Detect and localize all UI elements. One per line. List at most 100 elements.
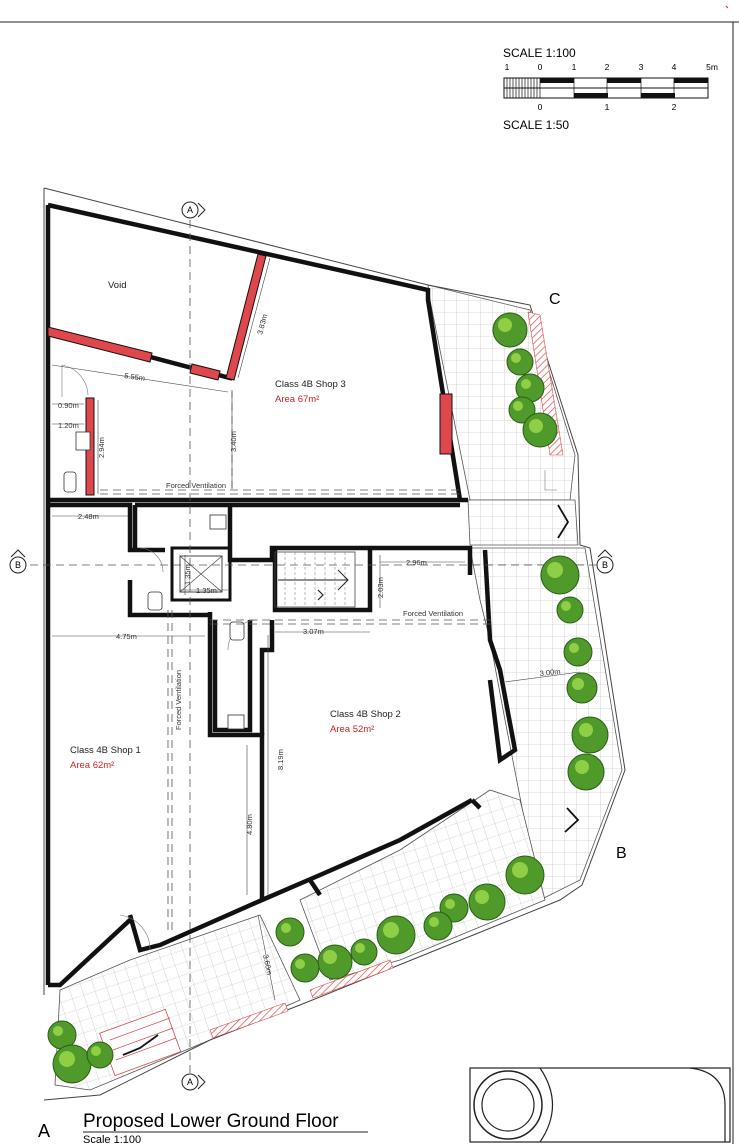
tree-icon [86, 1041, 114, 1069]
corner-label-c: C [549, 291, 561, 308]
room-labels: Void Class 4B Shop 3 Area 67m² Class 4B … [70, 280, 401, 771]
dim-label: 3.00m [539, 667, 561, 678]
shop1-area: Area 62m² [70, 760, 114, 771]
basin-icon [227, 714, 245, 730]
tree-icon [508, 396, 536, 424]
shop3-name: Class 4B Shop 3 [275, 379, 346, 390]
ventilation-notes: Forced Ventilation Forced Ventilation Fo… [166, 481, 463, 730]
scale-tick: 0 [538, 62, 543, 72]
tree-icon [540, 555, 580, 595]
void-label: Void [108, 280, 127, 291]
sheet-frame [0, 5, 739, 1144]
tree-icon [567, 753, 605, 791]
dim-label: 5.55m [124, 371, 146, 383]
tree-icon [492, 312, 528, 348]
section-letter: A [187, 1077, 193, 1087]
dim-label: 0.90m [58, 401, 79, 410]
section-letter: B [602, 560, 608, 570]
dimension-lines [51, 257, 581, 1001]
section-letter: B [15, 560, 21, 570]
section-markers: A A B B [9, 201, 614, 1091]
tree-icon [350, 938, 378, 966]
scale-tick: 1 [572, 62, 577, 72]
tree-icon [52, 1044, 92, 1084]
tree-icon [505, 855, 545, 895]
drawing-symbol [469, 1067, 731, 1143]
scale-bottom-ticks: 0 1 2 [538, 102, 677, 112]
dim-label: 3.07m [303, 627, 324, 636]
dim-label: 2.96m [406, 558, 427, 567]
lift-shaft [170, 546, 232, 602]
basin-icon [209, 514, 227, 530]
dim-label: 3.40m [229, 431, 238, 452]
section-marker-b-right: B [596, 549, 614, 574]
scale-tick: 0 [538, 102, 543, 112]
scale-tick: 4 [672, 62, 677, 72]
scale-bottom-label: SCALE 1:50 [503, 118, 569, 132]
scale-tick: 3 [639, 62, 644, 72]
scale-tick: 1 [605, 102, 610, 112]
scale-top-label: SCALE 1:100 [503, 46, 576, 60]
scale-top-ticks: 1 0 1 2 3 4 5m [505, 62, 718, 72]
corner-label-b: B [616, 845, 627, 862]
trees [47, 312, 609, 1084]
forced-ventilation-note: Forced Ventilation [174, 670, 183, 730]
tree-icon [556, 596, 584, 624]
dim-label: 3.83m [255, 313, 269, 335]
scale-tick: 2 [605, 62, 610, 72]
shop2-name: Class 4B Shop 2 [330, 709, 401, 720]
shop2-area: Area 52m² [330, 724, 374, 735]
drawing-scale: Scale 1:100 [83, 1134, 141, 1144]
tree-icon [563, 637, 593, 667]
dim-label: 4.80m [245, 814, 254, 835]
staircase [274, 551, 356, 608]
dimension-labels: 5.55m 3.83m 3.40m 0.90m 1.20m 2.94m 2.48… [58, 313, 561, 976]
entrance-arrows [122, 504, 580, 1056]
tree-icon [423, 911, 453, 941]
tree-icon [468, 883, 506, 921]
tree-icon [290, 953, 320, 983]
dim-label: 3.60m [261, 954, 274, 976]
scale-tick: 5m [706, 62, 718, 72]
tree-icon [506, 348, 534, 376]
basin-icon [75, 431, 91, 451]
section-marker-a-bottom: A [181, 1073, 206, 1091]
section-marker-a-top: A [181, 201, 206, 219]
scale-tick: 2 [672, 102, 677, 112]
tree-icon [275, 917, 305, 947]
site-boundary [43, 187, 626, 1101]
dim-label: 1.20m [58, 421, 79, 430]
section-marker-b-left: B [9, 549, 27, 574]
tree-icon [47, 1020, 77, 1050]
forced-ventilation-note: Forced Ventilation [166, 481, 226, 490]
corner-label-a: A [38, 1121, 50, 1141]
dim-label: 2.03m [376, 577, 385, 598]
scale-tick: 1 [505, 62, 510, 72]
scale-bars: SCALE 1:100 1 0 1 2 3 4 5m 0 1 2 SCALE 1… [503, 46, 718, 132]
sanitary-fixtures [63, 431, 245, 730]
section-letter: A [187, 205, 193, 215]
tree-icon [566, 672, 598, 704]
scale-bar-graphic [503, 77, 709, 99]
tree-icon [317, 944, 353, 980]
wc-icon [229, 621, 245, 641]
dim-label: 1.35m [196, 586, 217, 595]
forced-ventilation-note: Forced Ventilation [403, 609, 463, 618]
wc-icon [63, 471, 77, 493]
tree-icon [522, 412, 558, 448]
title-block: A Proposed Lower Ground Floor Scale 1:10… [38, 1111, 368, 1144]
hatched-strips [99, 311, 564, 1077]
corner-labels: C B [549, 291, 627, 862]
door-swings [61, 364, 557, 951]
drawing-title: Proposed Lower Ground Floor [83, 1111, 339, 1132]
wc-icon [147, 591, 163, 611]
shop1-name: Class 4B Shop 1 [70, 745, 141, 756]
dim-label: 1.35m [183, 564, 192, 585]
dim-label: 2.94m [97, 437, 106, 458]
dim-label: 2.48m [78, 512, 99, 521]
dim-label: 4.75m [116, 632, 137, 641]
shop3-area: Area 67m² [275, 394, 319, 405]
tree-icon [376, 915, 416, 955]
dim-label: 8.19m [276, 749, 285, 770]
